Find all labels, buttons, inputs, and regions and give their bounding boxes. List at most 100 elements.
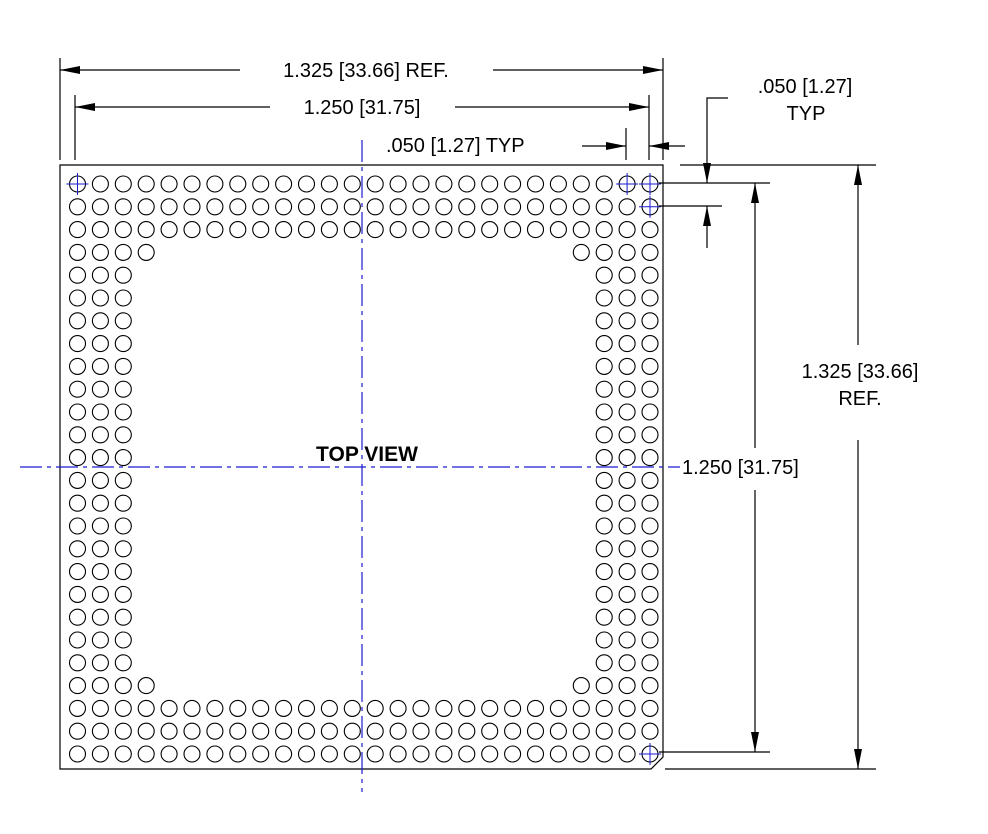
pin-pad [114,722,132,740]
pin-pad [68,608,87,626]
pin-pad [504,175,522,193]
pin-pad [114,335,132,353]
pin-pad [641,289,659,307]
pin-pad [641,380,659,398]
pin-pad [343,198,361,216]
pin-pad [114,654,132,672]
pin-pad [91,357,109,375]
pin-pitch-vertical-typ-label: TYP [787,103,826,125]
pin-center-mark [639,195,661,218]
pin-pad [618,677,636,695]
pin-center-mark [639,743,661,765]
pin-pad [137,175,155,193]
pin-pad [572,722,590,740]
pin-pad [183,175,201,193]
pin-center-mark [616,173,639,195]
pin-pad [206,175,224,193]
pin-pad [618,289,636,307]
pin-pad [114,403,132,421]
pin-pad [595,631,613,649]
pin-center-mark [639,173,661,195]
pin-pad [595,677,613,695]
pin-pad [297,722,316,740]
pin-pad [114,631,132,649]
pin-pad [595,357,613,375]
pin-pad [526,722,545,740]
pin-pad [595,540,613,558]
pin-pad [229,221,247,239]
pin-pad [389,745,407,763]
pin-pad [114,471,132,489]
pin-pad [458,221,476,239]
pin-pad [435,175,453,193]
pin-pad [68,198,87,216]
pin-pad [229,175,247,193]
overall-height-ref-label: REF. [838,388,881,410]
pin-pad [572,198,590,216]
pin-pad [160,745,178,763]
pin-pad [481,722,499,740]
pin-pad [275,198,293,216]
pin-pad [68,403,87,421]
pin-pad [641,403,659,421]
pin-pad [618,335,636,353]
pin-pad [366,745,384,763]
pin-pad [252,221,270,239]
pin-pad [641,266,659,284]
pin-pad [481,745,499,763]
pin-pad [114,608,132,626]
pin-pad [389,221,407,239]
pin-pad [641,563,659,581]
pin-pad [343,699,361,717]
pin-pad [526,221,545,239]
pin-pad [458,745,476,763]
pin-pad [206,198,224,216]
pin-pad [68,471,87,489]
pin-pad [549,722,567,740]
pin-pad [114,494,132,512]
pin-pad [641,677,659,695]
pin-pad [412,699,430,717]
pin-pad [572,677,590,695]
pin-pad [343,221,361,239]
pin-pad [68,631,87,649]
pin-pad [91,699,109,717]
pin-pad [91,540,109,558]
pin-pad [595,722,613,740]
pin-pad [549,221,567,239]
pin-pad [549,699,567,717]
pin-pad [595,198,613,216]
pin-pad [68,312,87,330]
pin-pad [641,312,659,330]
pin-pad [68,677,87,695]
pin-pad [137,677,155,695]
pin-pad [183,745,201,763]
pin-pad [504,699,522,717]
pin-pad [91,563,109,581]
pin-pad [618,266,636,284]
pin-pad [526,175,545,193]
pin-pad [641,494,659,512]
pin-pad [160,699,178,717]
pin-pad [91,198,109,216]
pin-pad [458,198,476,216]
pin-pad [595,380,613,398]
pin-pad [595,312,613,330]
pin-pad [343,722,361,740]
pin-pad [160,175,178,193]
pin-pad [183,722,201,740]
pin-pad [435,699,453,717]
pin-pad [229,699,247,717]
pin-pad [297,175,316,193]
pin-pad [68,699,87,717]
pin-pad [504,722,522,740]
pin-pad [458,699,476,717]
pin-pad [458,722,476,740]
pin-pitch-vertical-label: .050 [1.27] [758,76,853,98]
pin-pad [595,221,613,239]
pin-pad [91,175,109,193]
pin-pad [114,266,132,284]
pin-pad [412,745,430,763]
pin-pad [618,563,636,581]
pin-pad [618,494,636,512]
